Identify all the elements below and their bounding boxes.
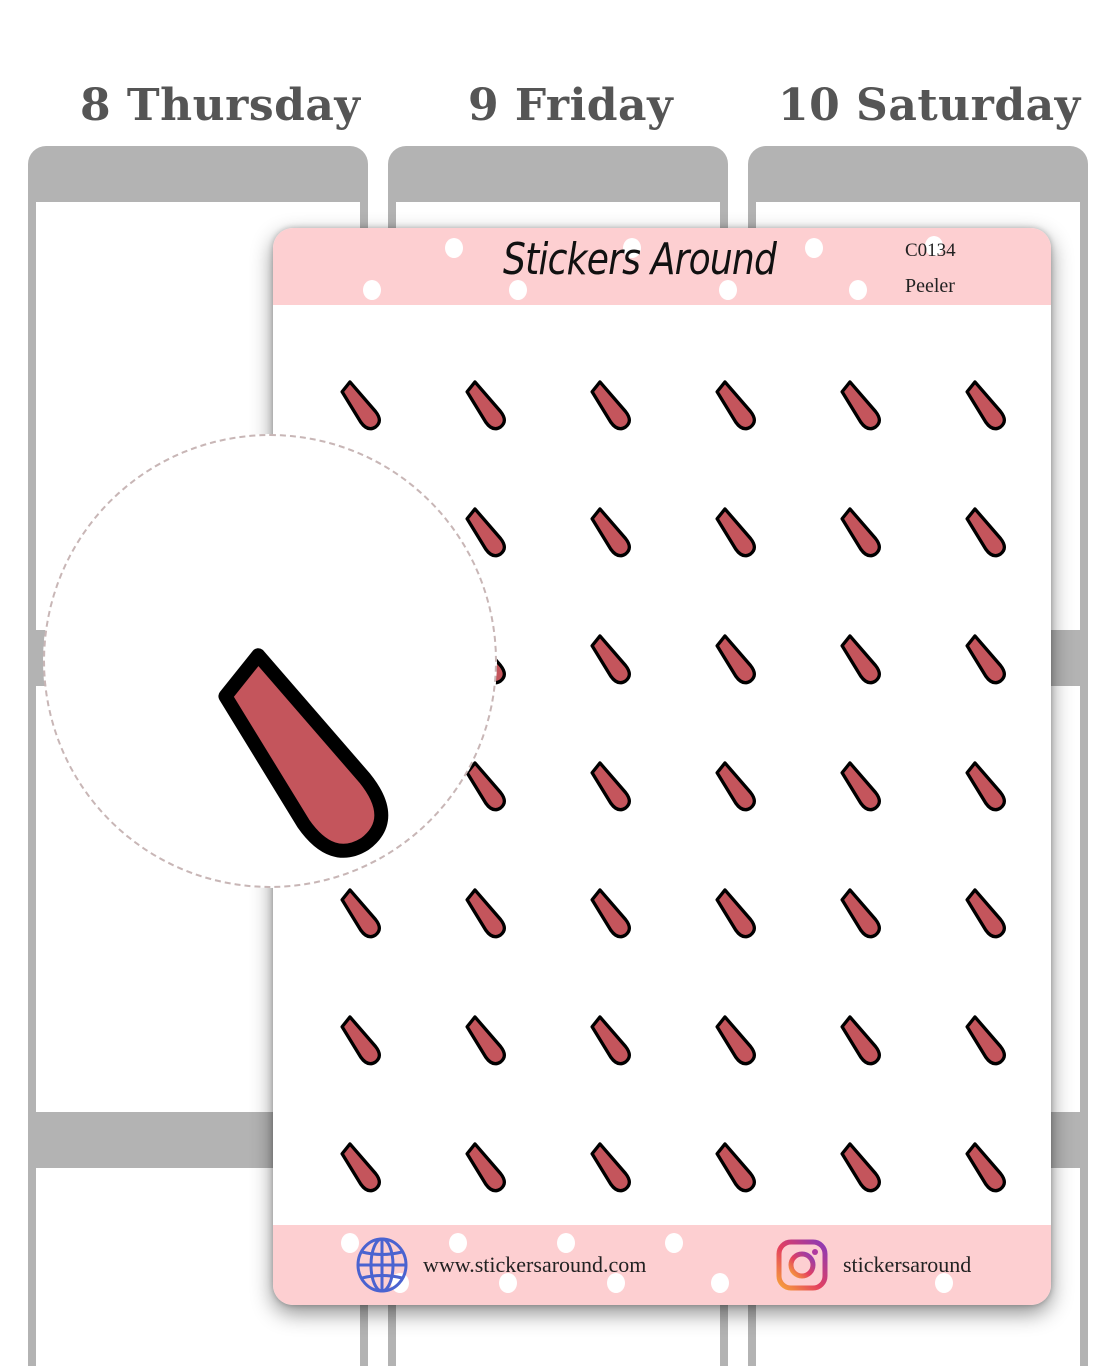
vegetable-peeler-icon <box>590 1015 632 1066</box>
vegetable-peeler-icon <box>840 507 882 558</box>
day-title-saturday: 10 Saturday <box>778 80 1081 131</box>
peeler-sticker <box>549 1090 647 1194</box>
peeler-sticker <box>424 709 522 813</box>
vegetable-peeler-icon <box>465 888 507 939</box>
vegetable-peeler-icon <box>715 1142 757 1193</box>
peeler-sticker <box>424 963 522 1067</box>
peeler-sticker <box>674 1090 772 1194</box>
sheet-footer: www.stickersaround.com stickersaround <box>273 1225 1051 1305</box>
peeler-sticker <box>799 709 897 813</box>
peeler-sticker <box>799 582 897 686</box>
peeler-sticker <box>799 328 897 432</box>
vegetable-peeler-icon <box>340 1142 382 1193</box>
vegetable-peeler-icon <box>340 380 382 431</box>
peeler-sticker <box>674 836 772 940</box>
peeler-sticker <box>799 1090 897 1194</box>
brand-logo: Stickers Around <box>503 234 777 285</box>
vegetable-peeler-icon <box>465 1015 507 1066</box>
vegetable-peeler-icon <box>340 1015 382 1066</box>
vegetable-peeler-icon <box>840 1015 882 1066</box>
vegetable-peeler-icon <box>965 1015 1007 1066</box>
peeler-sticker <box>674 455 772 559</box>
peeler-sticker <box>674 582 772 686</box>
peeler-sticker <box>924 328 1022 432</box>
day-title-friday: 9 Friday <box>468 80 674 131</box>
peeler-sticker <box>799 836 897 940</box>
peeler-sticker <box>674 963 772 1067</box>
vegetable-peeler-icon <box>715 380 757 431</box>
vegetable-peeler-icon <box>465 761 507 812</box>
vegetable-peeler-icon <box>840 761 882 812</box>
product-code: C0134 <box>905 240 956 261</box>
peeler-sticker <box>924 455 1022 559</box>
peeler-sticker <box>299 836 397 940</box>
vegetable-peeler-icon <box>840 380 882 431</box>
vegetable-peeler-icon <box>965 888 1007 939</box>
peeler-sticker <box>549 709 647 813</box>
website-link[interactable]: www.stickersaround.com <box>355 1225 646 1305</box>
peeler-sticker <box>799 963 897 1067</box>
vegetable-peeler-icon <box>465 507 507 558</box>
peeler-sticker <box>299 328 397 432</box>
peeler-sticker <box>549 455 647 559</box>
peeler-sticker <box>924 836 1022 940</box>
vegetable-peeler-icon <box>965 1142 1007 1193</box>
peeler-sticker <box>424 1090 522 1194</box>
vegetable-peeler-icon <box>965 380 1007 431</box>
peeler-sticker <box>549 963 647 1067</box>
vegetable-peeler-icon <box>465 1142 507 1193</box>
peeler-sticker <box>549 836 647 940</box>
vegetable-peeler-icon <box>590 888 632 939</box>
peeler-sticker <box>549 582 647 686</box>
peeler-sticker <box>299 963 397 1067</box>
vegetable-peeler-icon <box>715 761 757 812</box>
vegetable-peeler-icon <box>715 1015 757 1066</box>
peeler-sticker <box>924 963 1022 1067</box>
sheet-header: Stickers Around C0134 Peeler <box>273 228 1051 305</box>
vegetable-peeler-icon <box>715 888 757 939</box>
vegetable-peeler-icon <box>840 1142 882 1193</box>
instagram-handle: stickersaround <box>843 1252 972 1277</box>
magnified-sticker-preview <box>43 434 497 888</box>
vegetable-peeler-icon <box>840 888 882 939</box>
vegetable-peeler-icon <box>590 634 632 685</box>
vegetable-peeler-icon <box>965 507 1007 558</box>
peeler-sticker <box>299 1090 397 1194</box>
peeler-sticker <box>674 328 772 432</box>
instagram-icon <box>776 1239 828 1291</box>
product-name: Peeler <box>905 275 955 297</box>
peeler-sticker <box>549 328 647 432</box>
peeler-sticker <box>924 582 1022 686</box>
peeler-sticker <box>424 455 522 559</box>
vegetable-peeler-icon <box>840 634 882 685</box>
vegetable-peeler-icon <box>218 648 389 858</box>
vegetable-peeler-icon <box>715 507 757 558</box>
peeler-sticker <box>924 1090 1022 1194</box>
day-title-thursday: 8 Thursday <box>80 80 361 131</box>
vegetable-peeler-icon <box>715 634 757 685</box>
instagram-link[interactable]: stickersaround <box>775 1225 971 1305</box>
vegetable-peeler-icon <box>590 380 632 431</box>
peeler-sticker <box>424 836 522 940</box>
peeler-sticker <box>924 709 1022 813</box>
vegetable-peeler-icon <box>590 761 632 812</box>
peeler-sticker <box>424 328 522 432</box>
vegetable-peeler-icon <box>340 888 382 939</box>
vegetable-peeler-icon <box>965 761 1007 812</box>
website-url: www.stickersaround.com <box>423 1252 647 1277</box>
vegetable-peeler-icon <box>590 1142 632 1193</box>
vegetable-peeler-icon <box>590 507 632 558</box>
peeler-sticker <box>674 709 772 813</box>
globe-icon <box>356 1237 408 1293</box>
vegetable-peeler-icon <box>965 634 1007 685</box>
peeler-sticker <box>799 455 897 559</box>
vegetable-peeler-icon <box>465 380 507 431</box>
